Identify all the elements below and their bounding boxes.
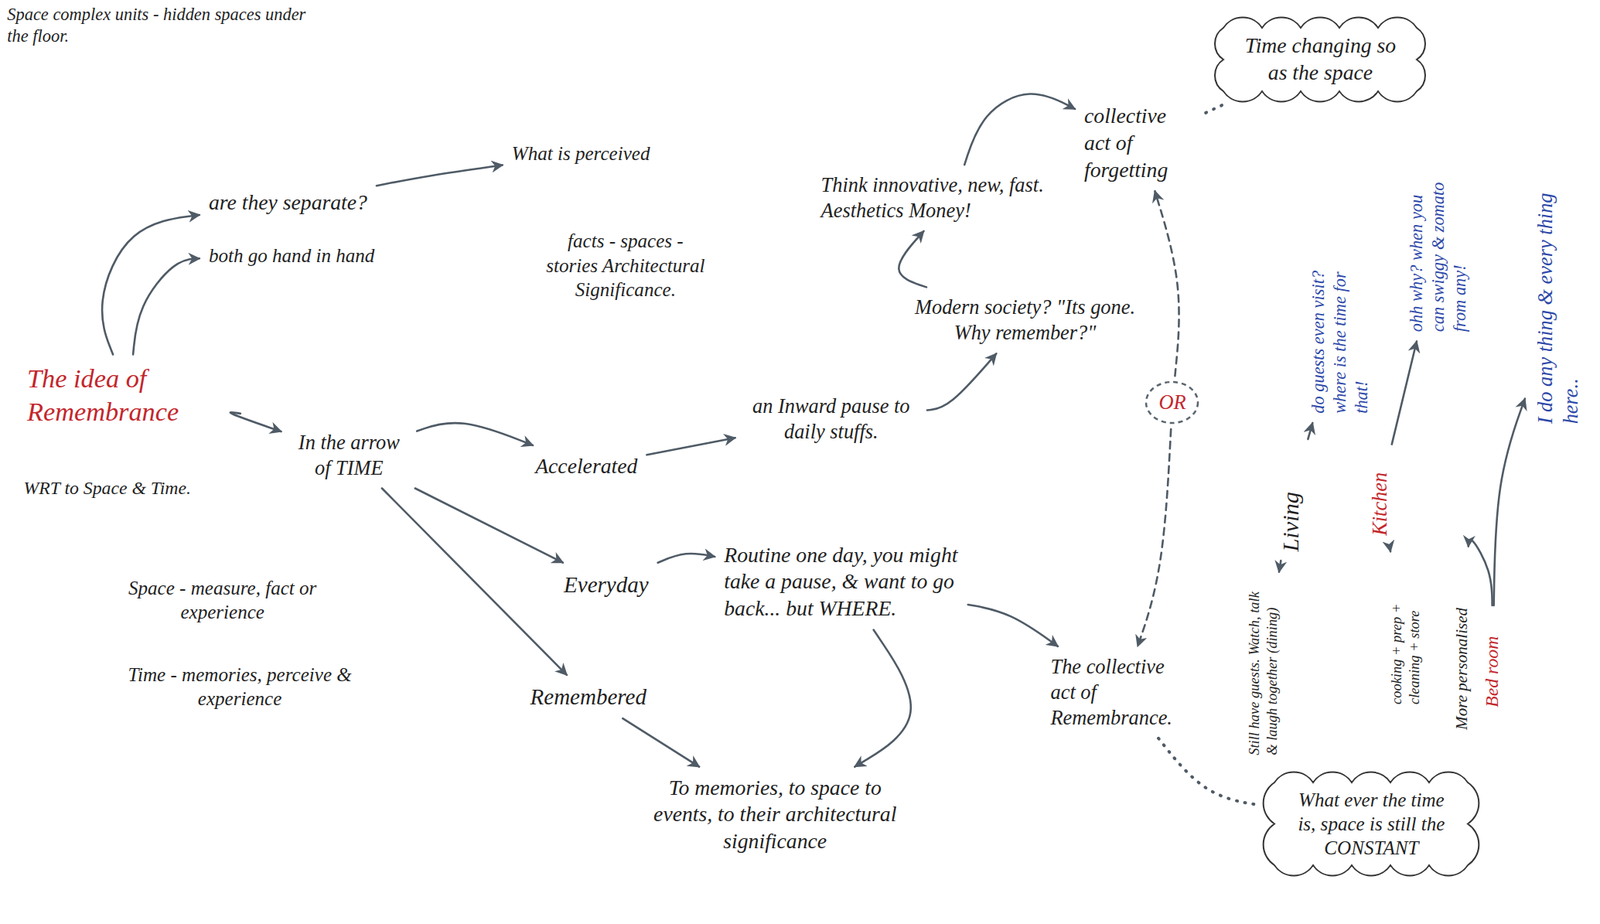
node-text: do guests even visit? where is the time …: [1306, 239, 1372, 415]
node-text: I do any thing & every thing here..: [1532, 187, 1584, 424]
node-text: ohh why? when you can swiggy & zomato fr…: [1405, 167, 1471, 332]
arrow-connector: [376, 164, 503, 186]
mind-map-node: What is perceived: [507, 138, 656, 169]
thought-cloud: What ever the time is, space is still th…: [1265, 773, 1478, 875]
arrow-connector: [968, 604, 1058, 647]
mind-map-node: Bed room: [1478, 610, 1508, 713]
or-circle: OR: [1144, 380, 1200, 425]
arrow-connector: [854, 630, 911, 768]
arrow-connector: [1279, 560, 1281, 573]
mind-map-node: Everyday: [559, 567, 654, 602]
node-text: In the arrow of TIME: [289, 429, 408, 482]
node-text: both go hand in hand: [208, 243, 375, 268]
mind-map-node: an Inward pause to daily stuffs.: [740, 390, 923, 448]
node-text: Routine one day, you might take a pause,…: [723, 542, 959, 623]
mind-map-node: cooking + prep + cleaning + store: [1385, 556, 1427, 710]
thought-cloud: Time changing so as the space: [1214, 18, 1427, 101]
arrow-connector: [230, 412, 282, 432]
mind-map-node: The collective act of Remembrance.: [1046, 651, 1199, 734]
mind-map-node: Living: [1272, 443, 1309, 557]
mind-map-node: both go hand in hand: [204, 240, 379, 271]
node-text: More personalised: [1450, 556, 1471, 731]
cloud-outline: [1214, 18, 1427, 101]
arrow-connector: [102, 214, 200, 355]
cloud-outline: [1214, 17, 1426, 102]
mind-map-node: Accelerated: [530, 450, 642, 484]
mind-map-node: Routine one day, you might take a pause,…: [719, 539, 963, 626]
node-text: What ever the time is, space is still th…: [1289, 788, 1454, 861]
node-text: an Inward pause to daily stuffs.: [744, 393, 918, 445]
node-text: Modern society? "Its gone. Why remember?…: [902, 294, 1148, 346]
mind-map-node: are they separate?: [204, 186, 372, 220]
node-text: OR: [1158, 389, 1186, 416]
node-text: Think innovative, new, fast. Aesthetics …: [821, 172, 1087, 224]
arrow-connector: [1389, 545, 1392, 552]
mind-map-node: I do any thing & every thing here..: [1529, 183, 1587, 429]
node-text: Accelerated: [535, 453, 638, 481]
mind-map-node: Think innovative, new, fast. Aesthetics …: [816, 169, 1092, 227]
arrow-connector: [382, 488, 567, 676]
arrow-connector: [964, 94, 1075, 165]
node-text: The idea of Remembrance: [27, 361, 232, 429]
note-text: Time - memories, perceive & experience: [93, 661, 386, 714]
node-text: To memories, to space to events, to thei…: [642, 774, 908, 856]
arrow-connector: [1391, 341, 1417, 445]
dotted-connector: [1158, 738, 1261, 806]
arrow-connector: [133, 258, 200, 355]
note-text: WRT to Space & Time.: [20, 475, 195, 502]
arrow-connector: [898, 231, 927, 287]
node-text: Kitchen: [1366, 453, 1392, 537]
mind-map-node: In the arrow of TIME: [285, 426, 413, 485]
mind-map-node: To memories, to space to events, to thei…: [637, 771, 913, 859]
arrow-connector: [415, 488, 563, 563]
node-text: collective act of forgetting: [1084, 102, 1197, 184]
arrow-connector: [927, 353, 997, 410]
dashed-arrow: [1154, 191, 1179, 376]
node-text: Bed room: [1481, 614, 1505, 708]
node-text: are they separate?: [208, 189, 368, 217]
node-text: cooking + prep + cleaning + store: [1388, 560, 1424, 705]
note-text: Space - measure, fact or experience: [102, 574, 343, 627]
node-text: Time changing so as the space: [1238, 32, 1403, 86]
mind-map-node: ohh why? when you can swiggy & zomato fr…: [1402, 163, 1474, 337]
node-text: What is perceived: [511, 141, 651, 166]
dashed-circle: [1146, 382, 1198, 424]
node-text: The collective act of Remembrance.: [1050, 654, 1195, 731]
mind-map-node: Still have guests. Watch, talk & laugh t…: [1241, 576, 1284, 761]
mind-map-node: Modern society? "Its gone. Why remember?…: [897, 291, 1153, 349]
node-text: Everyday: [563, 570, 649, 599]
note-text: Space complex units - hidden spaces unde…: [3, 2, 317, 49]
mind-map-node: Remembered: [525, 679, 652, 714]
arrow-connector: [622, 718, 700, 767]
mind-map-node: More personalised: [1447, 551, 1474, 736]
arrow-connector: [1494, 399, 1525, 606]
dotted-connector: [1205, 105, 1222, 113]
arrow-connector: [1307, 423, 1313, 440]
node-text: Still have guests. Watch, talk & laugh t…: [1245, 581, 1281, 757]
arrow-connector: [416, 423, 533, 446]
node-text: Living: [1275, 448, 1306, 552]
arrow-connector: [646, 437, 735, 455]
arrow-connector: [658, 553, 716, 563]
arrow-connector: [1468, 539, 1493, 606]
node-text: Remembered: [530, 682, 647, 711]
cloud-outline: [1263, 772, 1480, 877]
note-text: facts - spaces - stories Architectural S…: [540, 227, 710, 304]
dashed-arrow: [1137, 429, 1171, 647]
mind-map-node: The idea of Remembrance: [22, 358, 236, 432]
mind-map-node: collective act of forgetting: [1079, 99, 1201, 187]
mind-map-node: Kitchen: [1363, 449, 1396, 542]
mind-map-node: do guests even visit? where is the time …: [1303, 235, 1375, 420]
